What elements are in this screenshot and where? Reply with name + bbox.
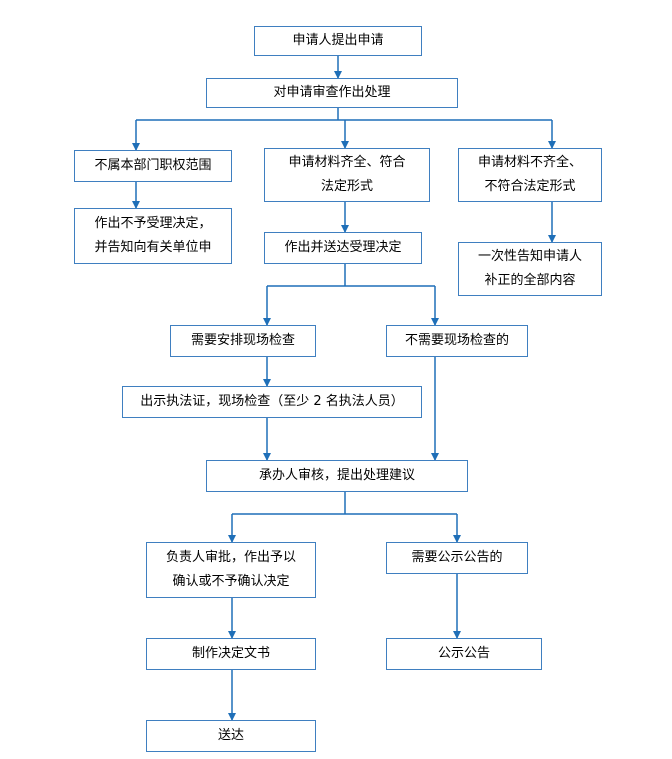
node-materials-incomplete-line2: 不符合法定形式 xyxy=(484,179,576,194)
node-accept-decision: 作出并送达受理决定 xyxy=(264,232,422,264)
node-applicant-submit-label: 申请人提出申请 xyxy=(292,33,384,48)
node-materials-incomplete-line1: 申请材料不齐全、 xyxy=(477,155,582,170)
node-review-application: 对申请审查作出处理 xyxy=(206,78,458,108)
node-approval: 负责人审批，作出予以 确认或不予确认决定 xyxy=(146,542,316,598)
node-not-accept-notify-line1: 作出不予受理决定， xyxy=(94,216,212,231)
node-not-accept-notify-line2: 并告知向有关单位申 xyxy=(94,240,212,255)
node-approval-line1: 负责人审批，作出予以 xyxy=(165,550,296,565)
node-materials-complete-line1: 申请材料齐全、符合 xyxy=(288,155,406,170)
node-handler-review-label: 承办人审核，提出处理建议 xyxy=(258,468,415,483)
node-handler-review: 承办人审核，提出处理建议 xyxy=(206,460,468,492)
node-needs-publicity: 需要公示公告的 xyxy=(386,542,528,574)
node-no-inspection-label: 不需要现场检查的 xyxy=(404,333,509,348)
connectors xyxy=(132,56,556,721)
node-inspection: 出示执法证，现场检查（至少 2 名执法人员） xyxy=(122,386,422,418)
node-notify-supplement: 一次性告知申请人 补正的全部内容 xyxy=(458,242,602,296)
node-applicant-submit: 申请人提出申请 xyxy=(254,26,422,56)
node-accept-decision-label: 作出并送达受理决定 xyxy=(284,240,402,255)
node-make-document-label: 制作决定文书 xyxy=(191,646,270,661)
node-not-accept-notify: 作出不予受理决定， 并告知向有关单位申 xyxy=(74,208,232,264)
node-make-document: 制作决定文书 xyxy=(146,638,316,670)
node-publicity-label: 公示公告 xyxy=(437,646,490,661)
node-materials-incomplete: 申请材料不齐全、 不符合法定形式 xyxy=(458,148,602,202)
node-no-inspection: 不需要现场检查的 xyxy=(386,325,528,357)
node-materials-complete: 申请材料齐全、符合 法定形式 xyxy=(264,148,430,202)
node-needs-inspection-label: 需要安排现场检查 xyxy=(190,333,295,348)
node-deliver: 送达 xyxy=(146,720,316,752)
node-needs-publicity-label: 需要公示公告的 xyxy=(411,550,503,565)
node-approval-line2: 确认或不予确认决定 xyxy=(172,574,290,589)
node-review-application-label: 对申请审查作出处理 xyxy=(273,85,391,100)
node-not-in-scope: 不属本部门职权范围 xyxy=(74,150,232,182)
node-inspection-label: 出示执法证，现场检查（至少 2 名执法人员） xyxy=(140,394,404,409)
node-notify-supplement-line2: 补正的全部内容 xyxy=(484,273,576,288)
node-materials-complete-line2: 法定形式 xyxy=(320,179,373,194)
node-publicity: 公示公告 xyxy=(386,638,542,670)
node-not-in-scope-label: 不属本部门职权范围 xyxy=(94,158,212,173)
node-needs-inspection: 需要安排现场检查 xyxy=(170,325,316,357)
node-deliver-label: 送达 xyxy=(217,728,244,743)
node-notify-supplement-line1: 一次性告知申请人 xyxy=(477,249,582,264)
